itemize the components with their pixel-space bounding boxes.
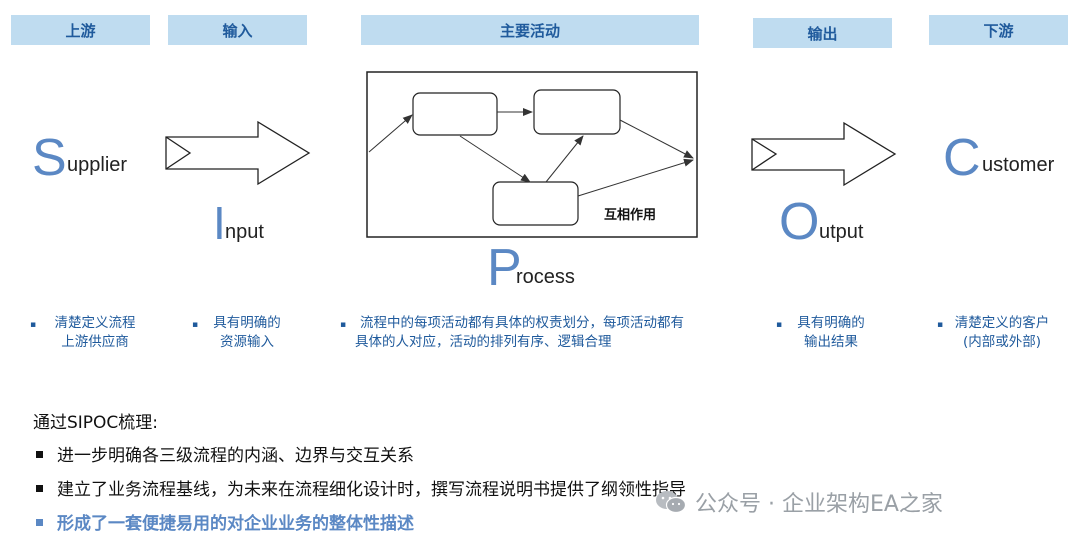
bullet-square-icon xyxy=(36,450,43,458)
desc-line: 具有明确的 xyxy=(797,315,865,331)
header-output: 输出 xyxy=(753,18,892,48)
input-description: ▪ 具有明确的 资源输入 xyxy=(192,314,302,352)
wechat-icon xyxy=(656,491,687,514)
summary-item-3: 形成了一套便捷易用的对企业业务的整体性描述 xyxy=(36,509,414,534)
header-customer: 下游 xyxy=(929,15,1068,45)
process-description: ▪ 流程中的每项活动都有具体的权责划分，每项活动都有 具体的人对应，活动的排列有… xyxy=(340,314,720,352)
bullet-icon: ▪ xyxy=(192,320,199,330)
bullet-square-icon xyxy=(36,484,43,492)
output-rest: utput xyxy=(819,221,864,243)
customer-letter: C xyxy=(943,129,981,187)
desc-line: 具有明确的 xyxy=(213,315,281,331)
input-letter: I xyxy=(213,197,226,249)
flow-arrow-2-out xyxy=(619,119,694,159)
desc-line: 清楚定义的客户 xyxy=(954,315,1050,331)
output-letter: O xyxy=(779,193,820,251)
summary-title: 通过SIPOC梳理: xyxy=(33,413,159,433)
bullet-icon: ▪ xyxy=(30,320,37,330)
customer-description: ▪ 清楚定义的客户 (内部或外部) xyxy=(937,314,1067,352)
flow-arrow-3-2 xyxy=(545,135,584,183)
desc-line: 清楚定义流程 xyxy=(54,315,136,331)
watermark: 公众号 · 企业架构EA之家 xyxy=(655,486,943,518)
summary-text: 进一步明确各三级流程的内涵、边界与交互关系 xyxy=(57,446,414,466)
process-letter: P xyxy=(487,239,522,297)
input-rest: nput xyxy=(225,221,264,243)
summary-item-1: 进一步明确各三级流程的内涵、边界与交互关系 xyxy=(36,441,414,466)
interaction-label: 互相作用 xyxy=(604,208,657,223)
flow-arrow-3-out xyxy=(577,158,694,197)
desc-line: 流程中的每项活动都有具体的权责划分，每项活动都有 xyxy=(360,315,684,331)
bullet-icon: ▪ xyxy=(776,320,783,330)
desc-line: 输出结果 xyxy=(804,334,858,350)
bullet-square-icon xyxy=(36,518,43,526)
output-arrow xyxy=(751,121,897,187)
bullet-icon: ▪ xyxy=(340,320,347,330)
output-description: ▪ 具有明确的 输出结果 xyxy=(776,314,886,352)
supplier-description: ▪ 清楚定义流程 上游供应商 xyxy=(30,314,160,352)
desc-line: (内部或外部) xyxy=(962,334,1042,350)
summary-text: 形成了一套便捷易用的对企业业务的整体性描述 xyxy=(57,514,414,534)
header-input: 输入 xyxy=(168,15,307,45)
summary-item-2: 建立了业务流程基线，为未来在流程细化设计时，撰写流程说明书提供了纲领性指导 xyxy=(36,475,686,500)
supplier-letter: S xyxy=(32,129,67,187)
desc-line: 上游供应商 xyxy=(61,334,129,350)
bullet-icon: ▪ xyxy=(937,320,944,330)
flow-arrow-in xyxy=(368,114,413,153)
activity-box-3 xyxy=(492,181,579,226)
watermark-text: 公众号 · 企业架构EA之家 xyxy=(695,492,943,517)
input-arrow xyxy=(165,120,311,186)
desc-line: 资源输入 xyxy=(220,334,274,350)
customer-rest: ustomer xyxy=(982,154,1055,176)
flow-arrow-1-3 xyxy=(459,135,531,183)
activity-box-1 xyxy=(412,92,498,136)
header-supplier: 上游 xyxy=(11,15,150,45)
process-rest: rocess xyxy=(516,266,575,288)
summary-text: 建立了业务流程基线，为未来在流程细化设计时，撰写流程说明书提供了纲领性指导 xyxy=(57,480,686,500)
desc-line: 具体的人对应，活动的排列有序、逻辑合理 xyxy=(355,334,612,350)
header-process: 主要活动 xyxy=(361,15,699,45)
supplier-rest: upplier xyxy=(67,154,128,176)
activity-box-2 xyxy=(533,89,621,135)
